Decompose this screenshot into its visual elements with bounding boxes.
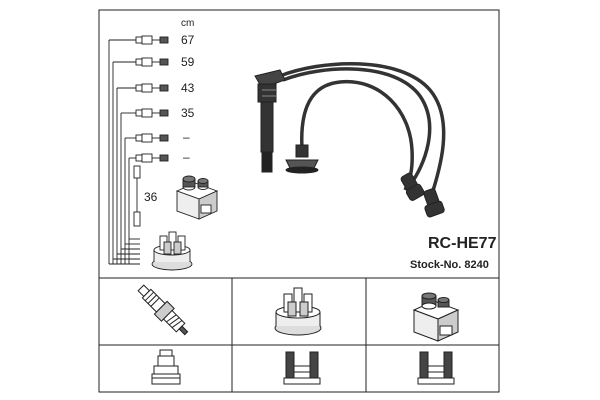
distributor-cap-icon bbox=[274, 287, 322, 336]
coil-lead-schematic bbox=[133, 165, 141, 227]
coil-end-connector bbox=[285, 144, 319, 174]
spark-plug-icon bbox=[137, 284, 189, 336]
cable-row-icon-5 bbox=[135, 133, 169, 143]
ignition-coil-icon bbox=[412, 292, 460, 342]
length-labels: 67 59 43 35 – – bbox=[181, 33, 195, 164]
length-label-5: – bbox=[183, 130, 190, 144]
elbow-boot-2 bbox=[423, 188, 445, 218]
unit-label: cm bbox=[181, 18, 194, 29]
straight-boot-connector-icon bbox=[151, 349, 181, 385]
clip-terminal-icon bbox=[283, 351, 321, 385]
length-label-3: 43 bbox=[181, 81, 195, 95]
cable-row-icons bbox=[135, 35, 169, 163]
length-label-4: 35 bbox=[181, 106, 195, 120]
elbow-boot-1 bbox=[400, 172, 425, 201]
product-model: RC-HE77 bbox=[428, 235, 497, 252]
cable-row-icon-1 bbox=[135, 35, 169, 45]
frame bbox=[98, 9, 500, 393]
cable-row-icon-4 bbox=[135, 108, 169, 118]
distributor-cap-icon-small bbox=[151, 231, 193, 271]
extra-length-label: 36 bbox=[144, 190, 158, 204]
cable-row-icon-3 bbox=[135, 83, 169, 93]
cable-row-icon-6 bbox=[135, 153, 169, 163]
stock-number: Stock-No. 8240 bbox=[410, 259, 489, 271]
length-schematic bbox=[108, 39, 140, 265]
coil-pack-icon-small bbox=[175, 175, 219, 220]
length-label-6: – bbox=[183, 150, 190, 164]
length-label-2: 59 bbox=[181, 55, 195, 69]
cable-row-icon-2 bbox=[135, 57, 169, 67]
spark-plug-boot bbox=[254, 69, 286, 173]
clip-terminal-icon bbox=[417, 351, 455, 385]
cable-set-drawing bbox=[279, 62, 446, 201]
length-label-1: 67 bbox=[181, 33, 195, 47]
